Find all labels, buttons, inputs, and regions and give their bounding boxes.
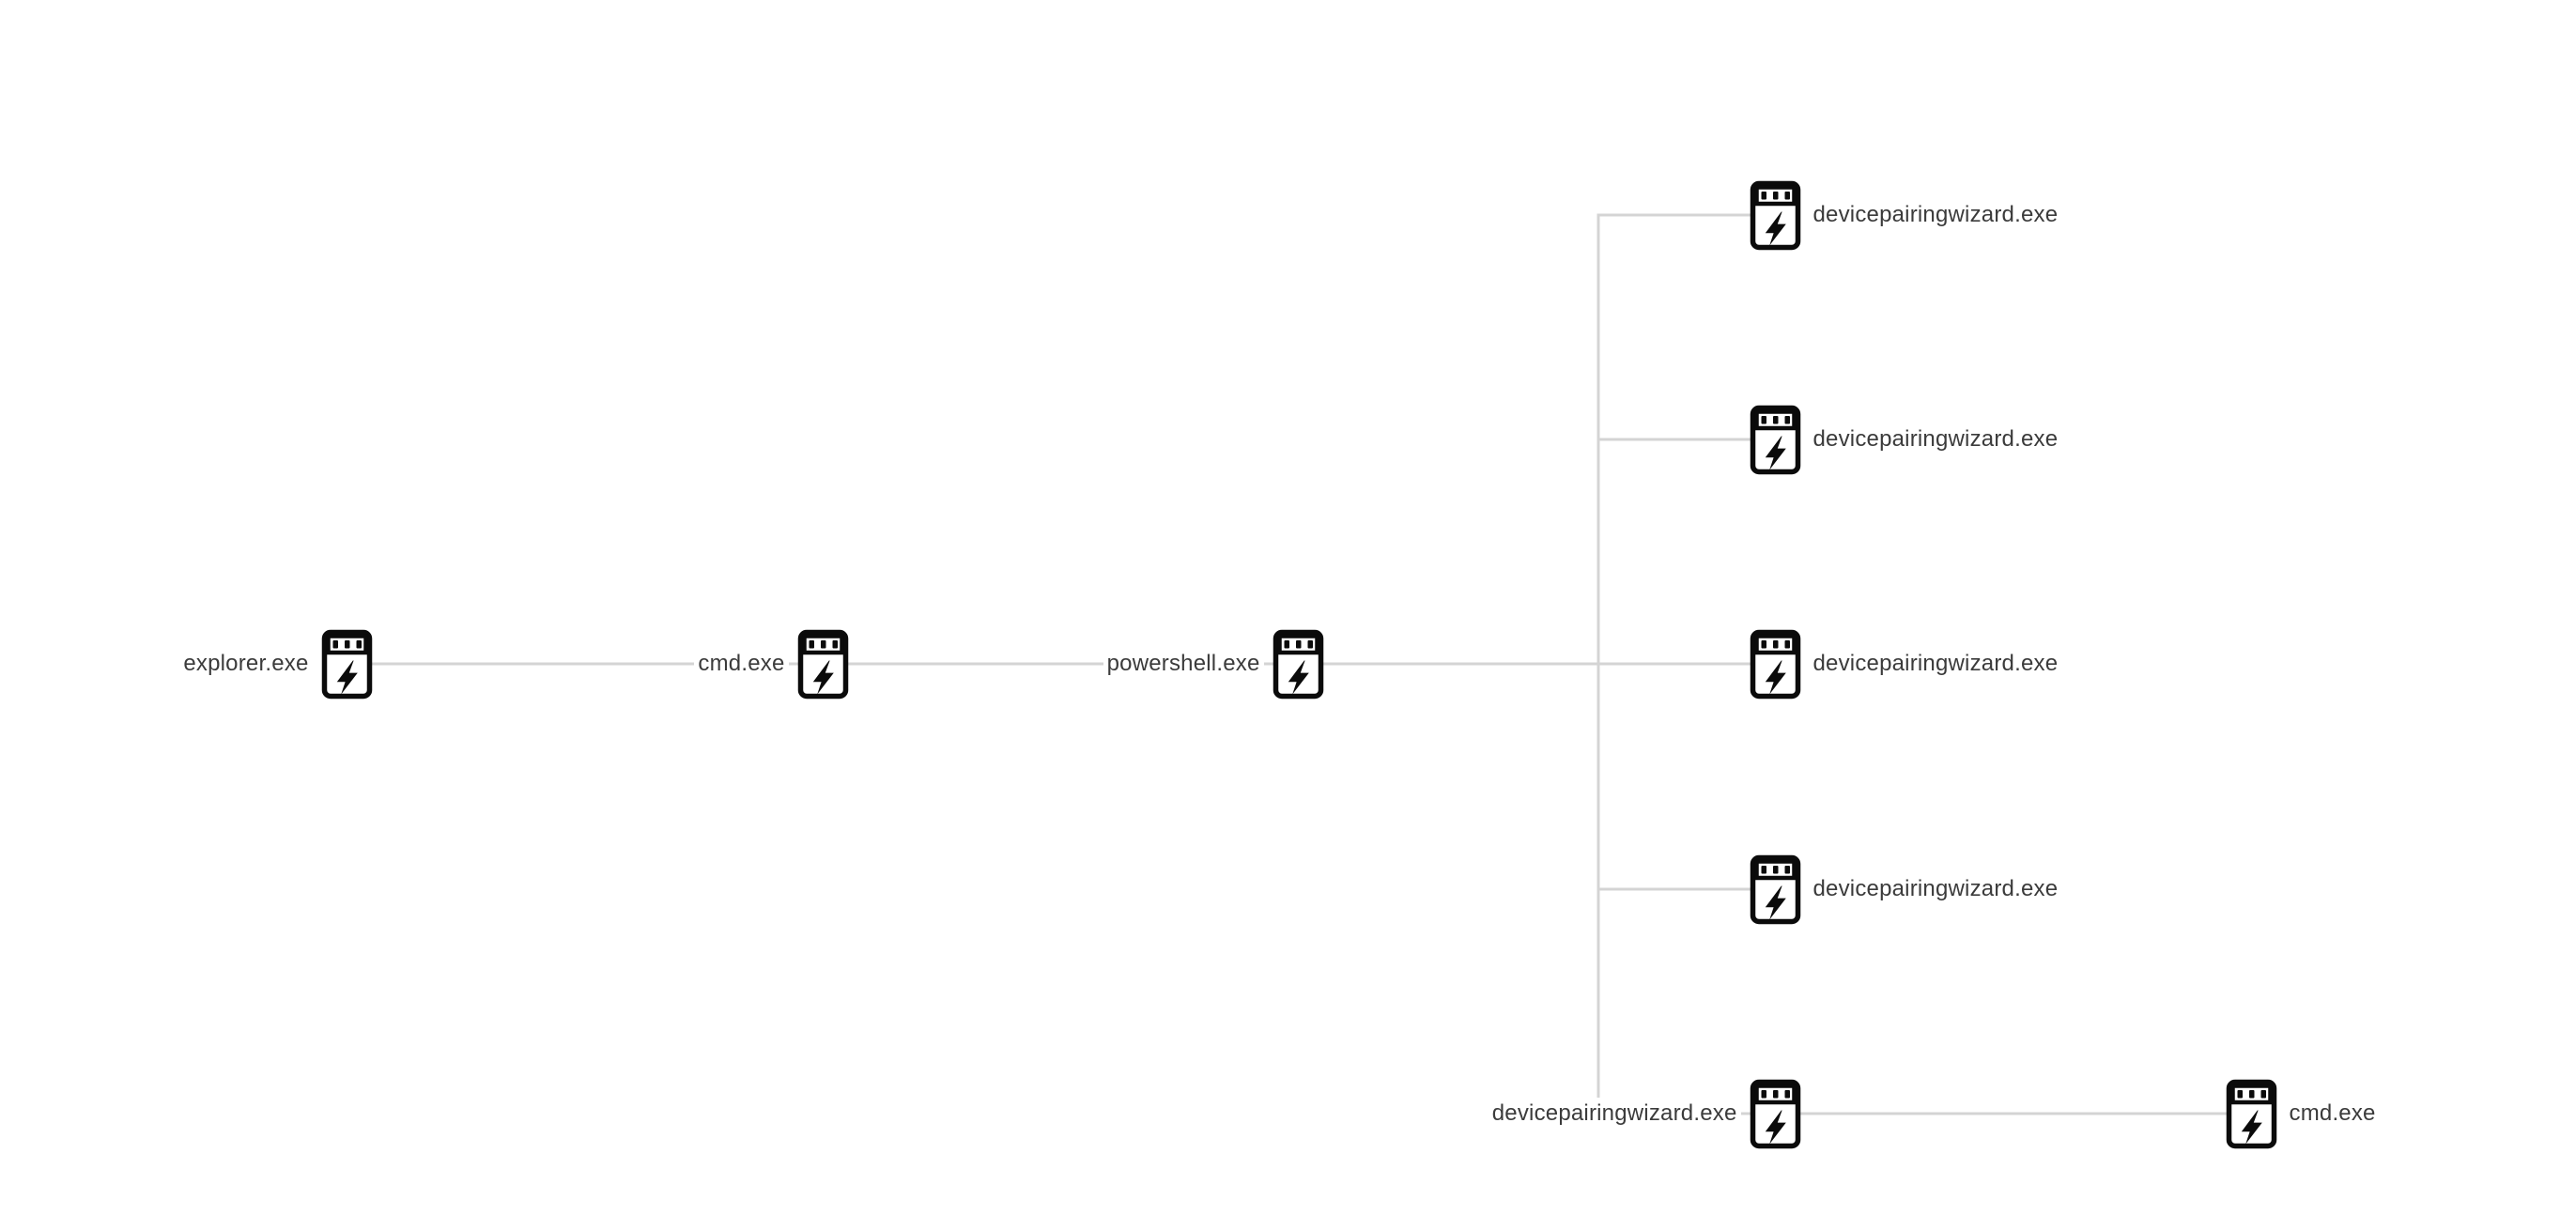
process-lightning-icon — [1750, 180, 1800, 250]
process-node-label-cmd-2: cmd.exe — [2285, 1098, 2380, 1130]
process-node-label-dpw-4: devicepairingwizard.exe — [1809, 873, 2062, 905]
process-lightning-icon — [1750, 1079, 1800, 1148]
process-node-dpw-2[interactable]: devicepairingwizard.exe — [1750, 405, 2062, 475]
process-node-cmd-1[interactable]: cmd.exe — [694, 629, 849, 700]
process-node-label-dpw-5: devicepairingwizard.exe — [1488, 1098, 1741, 1130]
process-node-dpw-3[interactable]: devicepairingwizard.exe — [1750, 629, 2062, 700]
process-lightning-icon — [1273, 629, 1323, 699]
process-node-label-cmd-1: cmd.exe — [694, 648, 789, 680]
process-lightning-icon — [1750, 405, 1800, 474]
process-node-powershell[interactable]: powershell.exe — [1103, 629, 1324, 700]
process-node-label-powershell: powershell.exe — [1103, 648, 1264, 680]
process-node-dpw-1[interactable]: devicepairingwizard.exe — [1750, 180, 2062, 251]
process-lightning-icon — [321, 629, 372, 699]
process-node-label-dpw-2: devicepairingwizard.exe — [1809, 423, 2062, 455]
process-node-dpw-4[interactable]: devicepairingwizard.exe — [1750, 854, 2062, 925]
process-node-label-explorer: explorer.exe — [179, 648, 313, 680]
process-node-label-dpw-3: devicepairingwizard.exe — [1809, 648, 2062, 680]
edge-powershell-dpw-2 — [1298, 438, 1775, 666]
process-node-label-dpw-1: devicepairingwizard.exe — [1809, 199, 2062, 231]
process-node-cmd-2[interactable]: cmd.exe — [2226, 1079, 2380, 1149]
process-node-explorer[interactable]: explorer.exe — [179, 629, 373, 700]
process-node-dpw-5[interactable]: devicepairingwizard.exe — [1488, 1079, 1801, 1149]
edge-powershell-dpw-4 — [1298, 662, 1775, 891]
process-lightning-icon — [797, 629, 848, 699]
process-lightning-icon — [2226, 1079, 2276, 1148]
process-lightning-icon — [1750, 629, 1800, 699]
process-lightning-icon — [1750, 854, 1800, 924]
